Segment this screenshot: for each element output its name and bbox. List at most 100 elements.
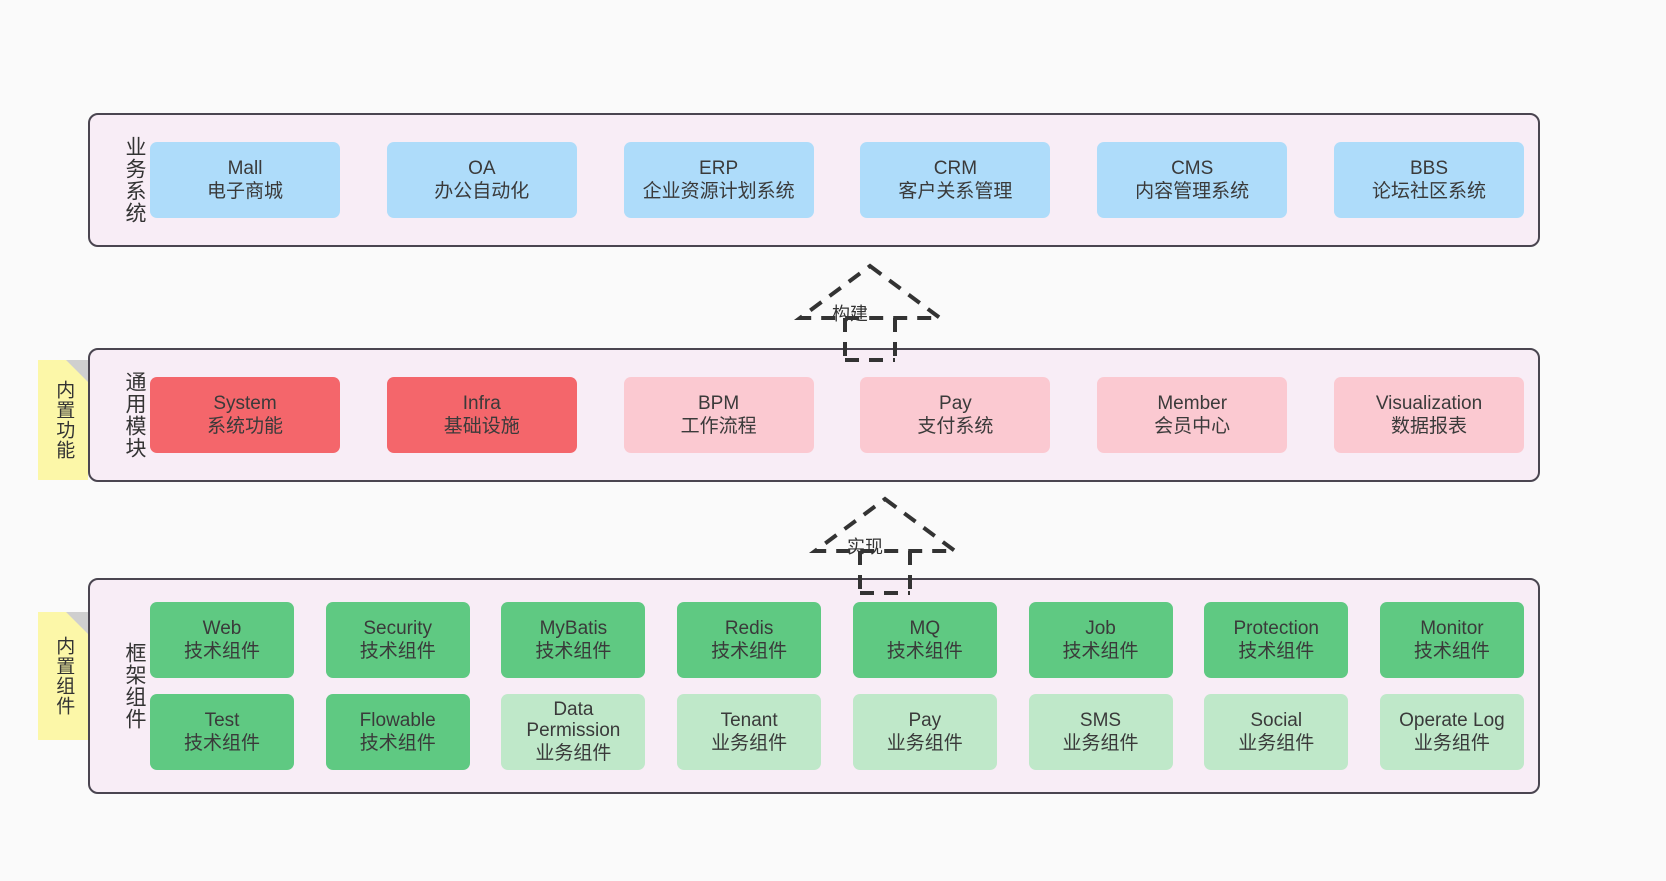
node-subtitle: 业务组件 <box>535 742 612 764</box>
node-subtitle: 技术组件 <box>1413 641 1490 662</box>
node-mybatis[interactable]: MyBatis 技术组件 <box>501 602 646 678</box>
node-erp[interactable]: ERP 企业资源计划系统 <box>623 142 814 218</box>
node-subtitle: 办公自动化 <box>434 181 530 202</box>
node-subtitle: 工作流程 <box>680 416 757 437</box>
note-builtin-components: 内置组件 <box>38 612 88 740</box>
node-subtitle: 业务组件 <box>1062 733 1139 754</box>
node-subtitle: 业务组件 <box>1413 733 1490 754</box>
layer-common-modules: 通用模块 System 系统功能 Infra 基础设施 BPM 工作流程 Pay… <box>88 348 1540 482</box>
layer-framework-components: 框架组件 Web 技术组件 Security 技术组件 MyBatis 技术组件… <box>88 578 1540 794</box>
node-row: Web 技术组件 Security 技术组件 MyBatis 技术组件 Redi… <box>150 602 1524 678</box>
node-title: CMS <box>1171 157 1214 179</box>
node-title: Job <box>1085 617 1116 639</box>
node-title: Security <box>363 617 433 639</box>
node-title: Web <box>202 617 242 639</box>
node-oa[interactable]: OA 办公自动化 <box>386 142 577 218</box>
layer-label-business: 业务系统 <box>123 136 146 224</box>
node-title: Test <box>204 709 240 731</box>
node-title: Social <box>1250 709 1303 731</box>
node-subtitle: 技术组件 <box>886 641 963 662</box>
node-social[interactable]: Social 业务组件 <box>1204 694 1349 770</box>
node-title: SMS <box>1079 709 1122 731</box>
note-fold-icon <box>66 612 88 634</box>
node-web[interactable]: Web 技术组件 <box>150 602 294 678</box>
node-title: Member <box>1157 392 1228 414</box>
node-member[interactable]: Member 会员中心 <box>1097 377 1288 453</box>
node-subtitle: 业务组件 <box>711 733 788 754</box>
node-subtitle: 技术组件 <box>711 641 788 662</box>
node-operate-log[interactable]: Operate Log 业务组件 <box>1379 694 1524 770</box>
node-title: MQ <box>909 617 941 639</box>
node-data-permission[interactable]: Data Permission 业务组件 <box>501 694 646 770</box>
build-arrow-icon <box>793 263 947 362</box>
node-title: OA <box>468 157 496 179</box>
layer-business-systems: 业务系统 Mall 电子商城 OA 办公自动化 ERP 企业资源计划系统 CRM… <box>88 113 1540 247</box>
node-mq[interactable]: MQ 技术组件 <box>852 602 997 678</box>
node-row: System 系统功能 Infra 基础设施 BPM 工作流程 Pay 支付系统… <box>150 377 1528 453</box>
layer-label-framework: 框架组件 <box>123 642 146 730</box>
node-title: BBS <box>1409 157 1448 179</box>
node-redis[interactable]: Redis 技术组件 <box>677 602 822 678</box>
layer-label-common: 通用模块 <box>123 371 146 459</box>
node-mall[interactable]: Mall 电子商城 <box>150 142 340 218</box>
node-crm[interactable]: CRM 客户关系管理 <box>860 142 1051 218</box>
layer-body-framework: Web 技术组件 Security 技术组件 MyBatis 技术组件 Redi… <box>146 580 1538 792</box>
node-subtitle: 业务组件 <box>1238 733 1315 754</box>
node-subtitle: 电子商城 <box>206 181 283 202</box>
note-fold-icon <box>66 360 88 382</box>
node-subtitle: 技术组件 <box>1062 641 1139 662</box>
node-test[interactable]: Test 技术组件 <box>150 694 294 770</box>
node-title: System <box>213 392 277 414</box>
note-builtin-features: 内置功能 <box>38 360 88 480</box>
node-title: ERP <box>699 157 739 179</box>
node-subtitle: 会员中心 <box>1154 416 1231 437</box>
connector-build-label: 构建 <box>832 304 868 324</box>
node-system[interactable]: System 系统功能 <box>150 377 340 453</box>
connector-implement-label: 实现 <box>847 537 883 557</box>
node-bbs[interactable]: BBS 论坛社区系统 <box>1333 142 1524 218</box>
node-subtitle: 业务组件 <box>886 733 963 754</box>
node-title: Pay <box>908 709 942 731</box>
node-title: Monitor <box>1420 617 1484 639</box>
node-subtitle: 企业资源计划系统 <box>642 181 795 202</box>
node-monitor[interactable]: Monitor 技术组件 <box>1379 602 1524 678</box>
node-title: Tenant <box>720 709 778 731</box>
layer-body-common: System 系统功能 Infra 基础设施 BPM 工作流程 Pay 支付系统… <box>146 350 1538 480</box>
node-pay-component[interactable]: Pay 业务组件 <box>852 694 997 770</box>
node-sms[interactable]: SMS 业务组件 <box>1028 694 1173 770</box>
connector-implement: 实现 <box>805 495 965 595</box>
node-title: BPM <box>698 392 740 414</box>
node-title: Operate Log <box>1399 709 1505 731</box>
node-title: Pay <box>939 392 972 414</box>
node-subtitle: 技术组件 <box>1238 641 1315 662</box>
node-subtitle: 客户关系管理 <box>898 181 1013 202</box>
note-text: 内置组件 <box>53 636 75 716</box>
node-subtitle: 内容管理系统 <box>1135 181 1250 202</box>
node-title: MyBatis <box>539 617 608 639</box>
node-cms[interactable]: CMS 内容管理系统 <box>1097 142 1288 218</box>
node-title: Data Permission <box>526 699 621 742</box>
node-subtitle: 技术组件 <box>359 641 436 662</box>
node-security[interactable]: Security 技术组件 <box>325 602 470 678</box>
node-subtitle: 系统功能 <box>206 416 283 437</box>
node-flowable[interactable]: Flowable 技术组件 <box>325 694 470 770</box>
implement-arrow-icon <box>808 496 962 595</box>
node-title: Redis <box>724 617 774 639</box>
node-protection[interactable]: Protection 技术组件 <box>1204 602 1349 678</box>
node-subtitle: 技术组件 <box>183 733 260 754</box>
node-row: Mall 电子商城 OA 办公自动化 ERP 企业资源计划系统 CRM 客户关系… <box>150 142 1528 218</box>
node-title: Infra <box>462 392 501 414</box>
node-tenant[interactable]: Tenant 业务组件 <box>677 694 822 770</box>
node-job[interactable]: Job 技术组件 <box>1028 602 1173 678</box>
node-infra[interactable]: Infra 基础设施 <box>386 377 577 453</box>
layer-body-business: Mall 电子商城 OA 办公自动化 ERP 企业资源计划系统 CRM 客户关系… <box>146 115 1538 245</box>
node-bpm[interactable]: BPM 工作流程 <box>623 377 814 453</box>
node-visualization[interactable]: Visualization 数据报表 <box>1333 377 1524 453</box>
node-subtitle: 技术组件 <box>359 733 436 754</box>
node-title: Protection <box>1233 617 1319 639</box>
node-subtitle: 数据报表 <box>1390 416 1467 437</box>
node-pay-module[interactable]: Pay 支付系统 <box>860 377 1051 453</box>
node-subtitle: 技术组件 <box>183 641 260 662</box>
connector-build: 构建 <box>790 262 950 362</box>
